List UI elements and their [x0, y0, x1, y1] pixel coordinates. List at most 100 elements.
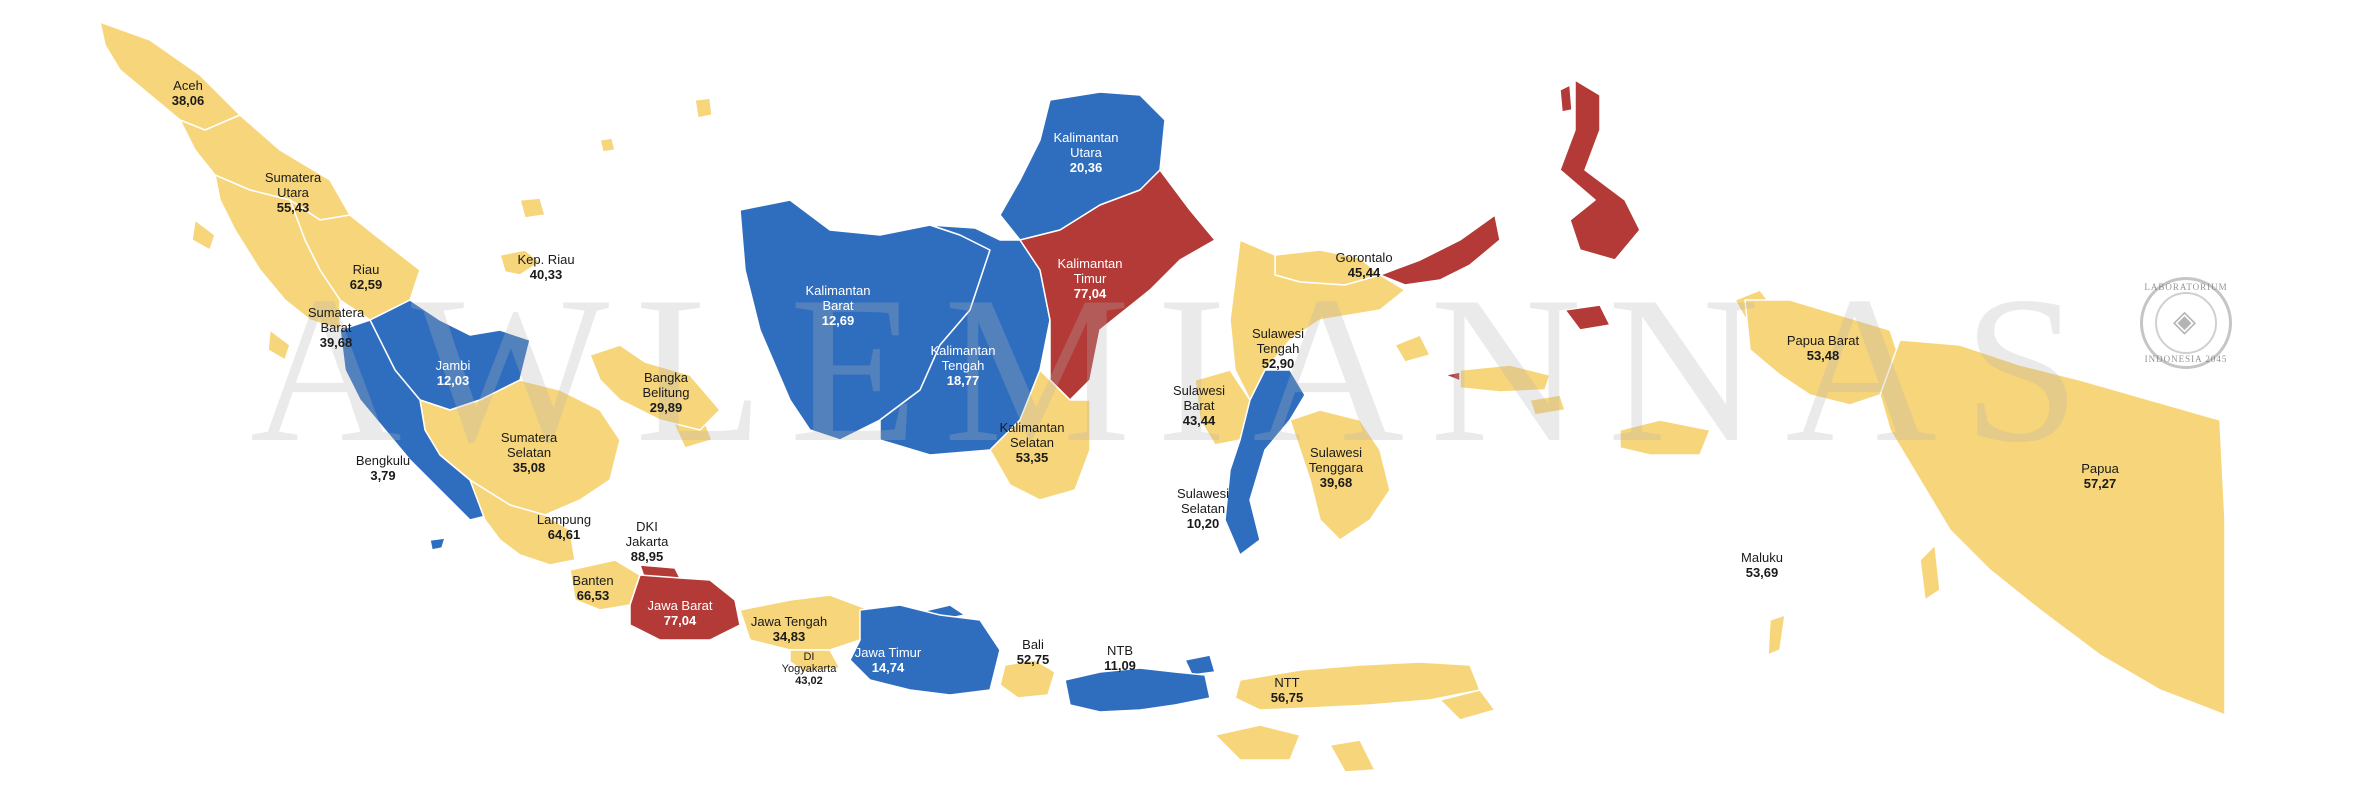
province-name: Sumatera: [264, 170, 322, 185]
seal-emblem-icon: ◈: [2173, 305, 2197, 338]
province-shape-maluku: [1459, 364, 1551, 393]
province-value: 34,83: [772, 629, 806, 644]
province-value: 64,61: [547, 527, 581, 542]
province-name: NTB: [1106, 643, 1133, 658]
province-value: 55,43: [276, 200, 310, 215]
province-shape-kep-riau: [499, 249, 541, 276]
province-name: Barat: [320, 320, 352, 335]
island-shape: [1559, 84, 1573, 113]
province-shape-sulawesi-tenggara: [1289, 409, 1391, 541]
province-shape-maluku-utara: [1559, 79, 1641, 261]
province-value: 35,08: [512, 460, 546, 475]
island-shape: [1529, 394, 1566, 416]
province-name: Kalimantan: [999, 420, 1065, 435]
province-name: Belitung: [642, 385, 690, 400]
province-value: 14,74: [871, 660, 905, 675]
island-shape: [267, 329, 291, 361]
province-shape-jawa-barat: [629, 574, 741, 641]
province-name: Utara: [1418, 218, 1450, 233]
province-name: Maluku: [1603, 139, 1645, 154]
province-name: Kalimantan: [1053, 130, 1119, 145]
province-shape-aceh: [99, 21, 241, 131]
island-shape: [191, 219, 216, 251]
province-name: Utara: [1608, 154, 1640, 169]
laboratorium-seal: LABORATORIUM ◈ INDONESIA 2045: [2140, 277, 2232, 369]
province-value: 38,06: [171, 93, 205, 108]
province-name: Banten: [572, 573, 614, 588]
island-shape: [1184, 654, 1216, 676]
province-name: Sulawesi: [1407, 203, 1461, 218]
province-value: 18,77: [946, 373, 980, 388]
province-value: 45,44: [1347, 265, 1381, 280]
province-name: Bengkulu: [355, 453, 411, 468]
province-name: Bali: [1022, 637, 1044, 652]
province-shape-kalimantan-timur: [1019, 169, 1216, 401]
province-name: Jawa Timur: [854, 645, 922, 660]
province-name: Kalimantan: [930, 343, 996, 358]
province-value: 20,36: [1069, 160, 1103, 175]
province-name: Sumatera: [307, 305, 365, 320]
province-value: 57,27: [2083, 476, 2117, 491]
island-shape: [1767, 614, 1786, 656]
province-value: 77,04: [663, 613, 697, 628]
province-name: DI: [803, 651, 815, 663]
province-shape-di-yogyakarta: [789, 649, 841, 673]
seal-top-text: LABORATORIUM: [2144, 282, 2228, 292]
province-name: Jakarta: [625, 534, 669, 549]
province-value: 43,44: [1182, 413, 1216, 428]
province-shape-bangka-belitung: [589, 344, 721, 431]
island-shape: [1214, 724, 1301, 761]
province-value: 53,48: [1806, 348, 1840, 363]
province-name: Tengah: [1256, 341, 1300, 356]
province-name: Utara: [277, 185, 309, 200]
province-value: 56,75: [1270, 690, 1304, 705]
province-name: Jawa Barat: [647, 598, 713, 613]
province-value: 39,68: [319, 335, 353, 350]
island-shape: [1919, 544, 1941, 601]
province-value: 43,02: [795, 675, 823, 687]
province-name: Selatan: [1009, 435, 1055, 450]
province-shape-ntb: [1064, 667, 1211, 713]
province-name: Aceh: [173, 78, 203, 93]
province-shape-kalimantan-tengah: [879, 224, 1051, 456]
province-name: Timur: [1073, 271, 1107, 286]
province-value: 3,79: [370, 468, 396, 483]
island-shape: [1564, 304, 1611, 331]
province-shape-sulawesi-utara: [1379, 214, 1501, 286]
province-value: 52,90: [1261, 356, 1295, 371]
province-shape-ntt: [1234, 661, 1481, 711]
province-value: 62,59: [349, 277, 383, 292]
province-value: 39,68: [1319, 475, 1353, 490]
province-name: Gorontalo: [1335, 250, 1393, 265]
province-name: Maluku: [1741, 550, 1783, 565]
island-shape: [1329, 739, 1376, 773]
province-value: 12,69: [821, 313, 855, 328]
province-name: Sumatera: [500, 430, 558, 445]
province-name: Selatan: [506, 445, 552, 460]
province-value: 10,20: [1186, 516, 1220, 531]
province-value: 84,46: [1607, 169, 1641, 184]
province-value: 88,95: [630, 549, 664, 564]
province-name: Kalimantan: [805, 283, 871, 298]
seal-ring: [2155, 292, 2217, 354]
province-shape-sulawesi-tengah: [1229, 239, 1406, 401]
province-shape-jawa-timur: [849, 604, 1001, 696]
